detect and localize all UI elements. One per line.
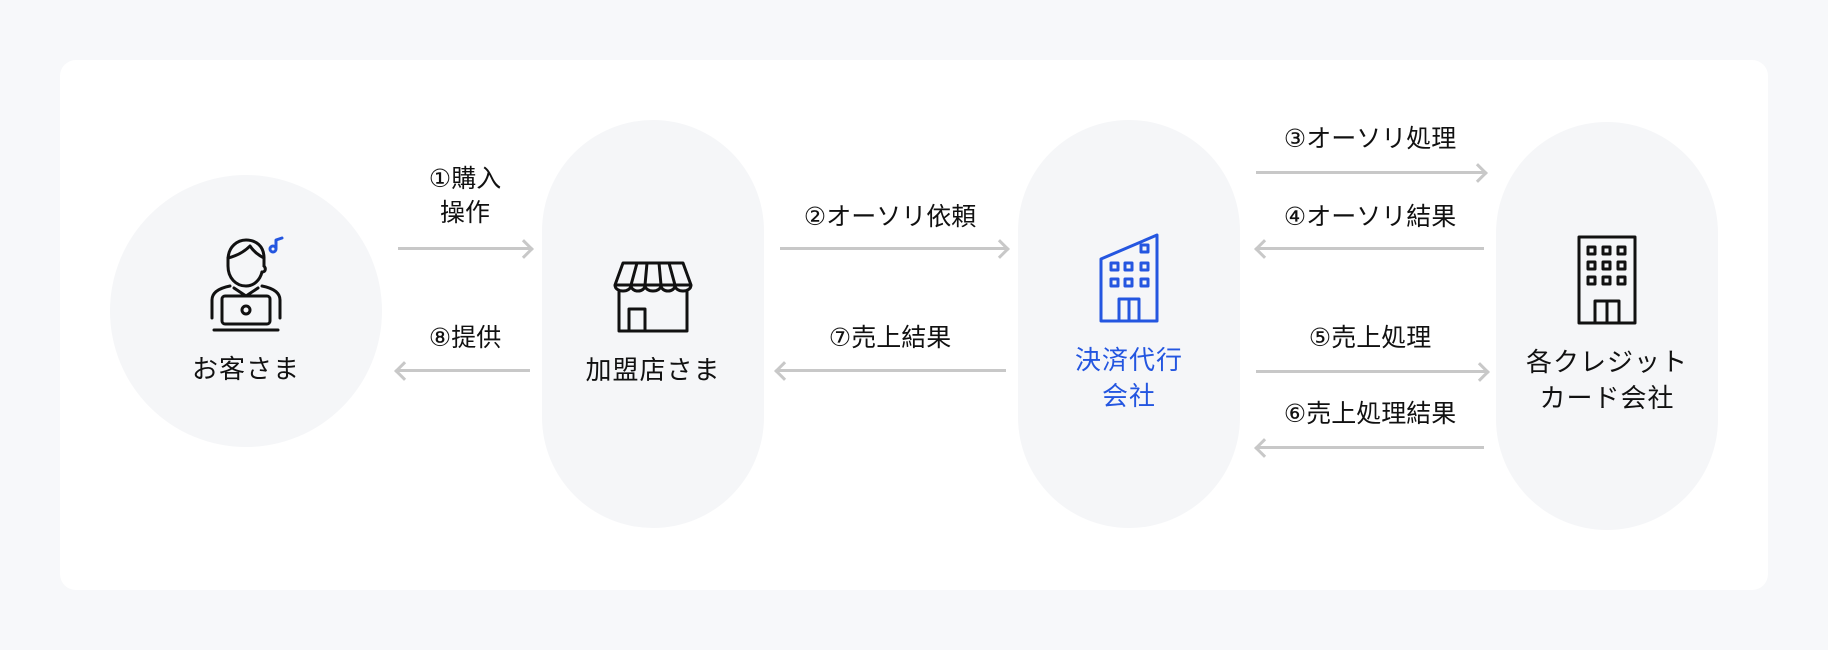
node-label-customer: お客さま xyxy=(191,355,300,385)
arrow-label-auth-result: ④オーソリ結果 xyxy=(1283,202,1457,231)
arrow-label-sales-process-result: ⑥売上処理結果 xyxy=(1283,399,1457,428)
arrow-label-sales-process: ⑤売上処理 xyxy=(1308,323,1432,352)
node-label-card-company: 各クレジット カード会社 xyxy=(1525,348,1688,414)
node-card-company: 各クレジット カード会社 xyxy=(1496,122,1718,530)
node-label-merchant: 加盟店さま xyxy=(585,356,721,386)
building-icon xyxy=(1575,235,1639,331)
arrow-label-purchase: ①購入 操作 xyxy=(428,164,502,227)
arrow-auth-process xyxy=(1256,162,1488,183)
arrow-label-auth-request: ②オーソリ依頼 xyxy=(803,202,977,231)
customer-laptop-icon xyxy=(204,234,288,338)
storefront-icon xyxy=(613,259,693,339)
arrow-sales-result xyxy=(774,360,1006,381)
arrow-purchase xyxy=(398,238,534,259)
arrow-label-sales-result: ⑦売上結果 xyxy=(828,323,952,352)
arrow-label-provide: ⑧提供 xyxy=(428,323,502,352)
arrow-sales-process xyxy=(1256,361,1490,382)
arrow-auth-result xyxy=(1254,238,1484,259)
office-building-icon xyxy=(1097,233,1161,329)
arrow-label-auth-process: ③オーソリ処理 xyxy=(1283,124,1457,153)
node-merchant: 加盟店さま xyxy=(542,120,764,528)
arrow-sales-process-result xyxy=(1254,437,1484,458)
arrow-auth-request xyxy=(780,238,1010,259)
node-payment-agency: 決済代行 会社 xyxy=(1018,120,1240,528)
node-label-payment-agency: 決済代行 会社 xyxy=(1074,346,1183,412)
node-customer: お客さま xyxy=(110,175,382,447)
arrow-provide xyxy=(394,360,530,381)
